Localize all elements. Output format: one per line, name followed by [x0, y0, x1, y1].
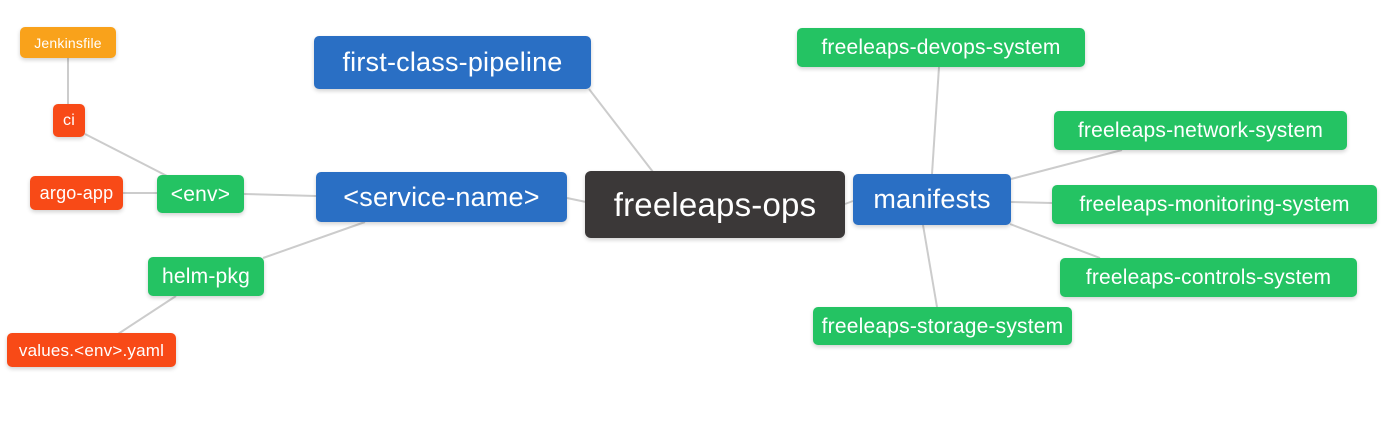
node-freeleaps-devops-system[interactable]: freeleaps-devops-system — [797, 28, 1085, 67]
node-argo-app[interactable]: argo-app — [30, 176, 123, 210]
node-helm-pkg[interactable]: helm-pkg — [148, 257, 264, 296]
node-jenkinsfile-label: Jenkinsfile — [34, 34, 102, 51]
node-service-name-label: <service-name> — [343, 181, 540, 212]
node-manifests-label: manifests — [873, 184, 991, 214]
edge-values-helm-pkg — [117, 295, 177, 335]
node-argo-app-label: argo-app — [39, 183, 114, 203]
edge-manifests-controls-system — [1009, 223, 1101, 259]
edge-manifests-storage-system — [922, 224, 938, 308]
node-freeleaps-controls-system-label: freeleaps-controls-system — [1085, 266, 1332, 289]
node-first-class-pipeline[interactable]: first-class-pipeline — [314, 36, 591, 89]
edge-manifests-monitoring-system — [1010, 201, 1053, 204]
node-freeleaps-ops[interactable]: freeleaps-ops — [585, 171, 845, 238]
node-freeleaps-ops-label: freeleaps-ops — [613, 186, 817, 223]
edge-manifests-network-system — [1010, 149, 1123, 180]
node-freeleaps-monitoring-system-label: freeleaps-monitoring-system — [1079, 193, 1350, 216]
node-helm-pkg-label: helm-pkg — [162, 265, 250, 288]
edge-env-service-name — [243, 193, 317, 197]
edge-manifests-devops-system — [931, 66, 940, 175]
node-jenkinsfile[interactable]: Jenkinsfile — [20, 27, 116, 58]
node-freeleaps-monitoring-system[interactable]: freeleaps-monitoring-system — [1052, 185, 1377, 224]
node-values-env-yaml[interactable]: values.<env>.yaml — [7, 333, 176, 367]
node-freeleaps-devops-system-label: freeleaps-devops-system — [821, 36, 1061, 59]
edge-service-name-freeleaps-ops — [566, 197, 587, 203]
edge-pipeline-freeleaps-ops — [588, 88, 654, 173]
edge-helm-pkg-service-name — [262, 221, 366, 259]
node-freeleaps-storage-system-label: freeleaps-storage-system — [821, 314, 1064, 338]
node-env-label: <env> — [170, 182, 231, 206]
node-freeleaps-controls-system[interactable]: freeleaps-controls-system — [1060, 258, 1357, 297]
node-ci[interactable]: ci — [53, 104, 85, 137]
node-ci-label: ci — [63, 111, 75, 129]
node-env[interactable]: <env> — [157, 175, 244, 213]
node-freeleaps-network-system-label: freeleaps-network-system — [1077, 119, 1324, 142]
node-values-env-yaml-label: values.<env>.yaml — [18, 340, 165, 360]
node-freeleaps-storage-system[interactable]: freeleaps-storage-system — [813, 307, 1072, 345]
edge-ci-env — [84, 133, 168, 177]
node-manifests[interactable]: manifests — [853, 174, 1011, 225]
edge-freeleaps-ops-manifests — [844, 200, 854, 205]
node-service-name[interactable]: <service-name> — [316, 172, 567, 222]
node-first-class-pipeline-label: first-class-pipeline — [342, 47, 563, 77]
node-freeleaps-network-system[interactable]: freeleaps-network-system — [1054, 111, 1347, 150]
